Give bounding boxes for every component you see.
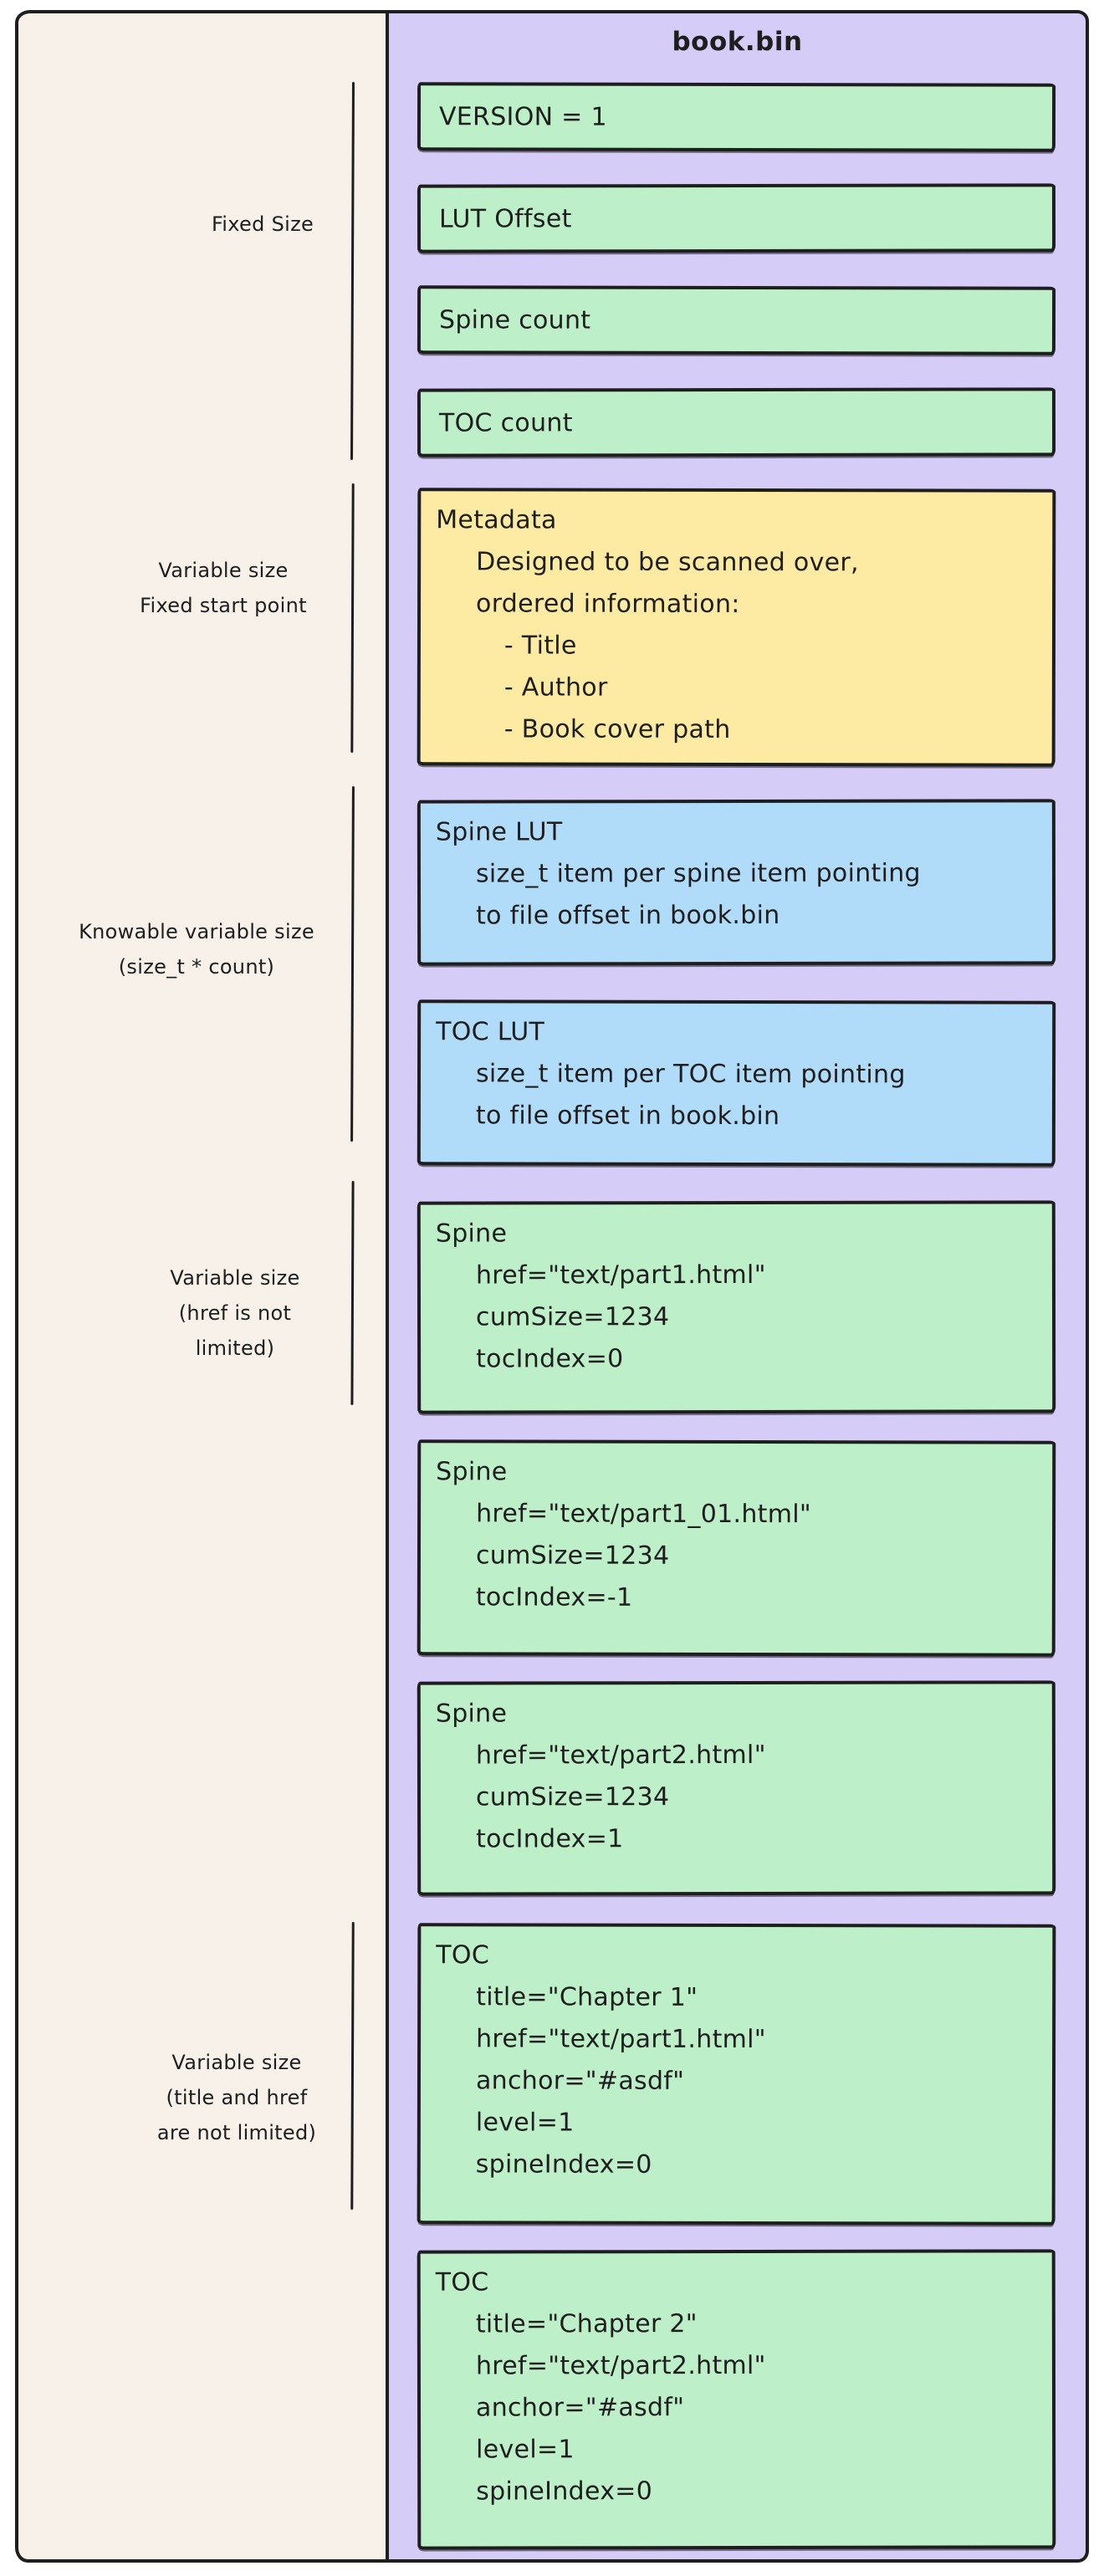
block-line: Spine count bbox=[438, 304, 591, 335]
block-line: to file offset in book.bin bbox=[475, 1101, 780, 1132]
block-line: ordered information: bbox=[476, 589, 740, 620]
block-line: LUT Offset bbox=[438, 203, 572, 234]
block-line: spineIndex=0 bbox=[475, 2149, 652, 2180]
side-label-variable-href: Variable size (href is not limited) bbox=[68, 1260, 402, 1366]
block-line: Metadata bbox=[436, 505, 557, 535]
block-line: Spine bbox=[435, 1699, 508, 1729]
block-line: TOC bbox=[436, 1940, 490, 1970]
side-label-line: Variable size bbox=[170, 1266, 300, 1290]
block-line: anchor="#asdf" bbox=[475, 2393, 685, 2423]
block-line: Spine LUT bbox=[435, 817, 563, 847]
side-label-line: (size_t * count) bbox=[118, 955, 275, 979]
side-label-line: Variable size bbox=[171, 2051, 302, 2074]
block-line: Spine bbox=[435, 1219, 508, 1249]
block-line: tocIndex=0 bbox=[476, 1344, 624, 1374]
block-spine-count: Spine count bbox=[417, 285, 1056, 355]
block-line: Designed to be scanned over, bbox=[476, 547, 859, 578]
block-line: spineIndex=0 bbox=[476, 2476, 653, 2507]
block-line: href="text/part1_01.html" bbox=[476, 1499, 812, 1530]
side-label-line: (href is not bbox=[178, 1301, 292, 1325]
side-label-line: limited) bbox=[195, 1337, 275, 1360]
side-label-line: Fixed start point bbox=[140, 594, 307, 617]
side-label-line: (title and href bbox=[166, 2086, 308, 2109]
block-line: anchor="#asdf" bbox=[475, 2066, 685, 2096]
block-version: VERSION = 1 bbox=[417, 82, 1056, 152]
block-line: href="text/part2.html" bbox=[475, 1740, 766, 1771]
block-spine-lut: Spine LUT size_t item per spine item poin… bbox=[417, 799, 1056, 966]
block-line: VERSION = 1 bbox=[438, 101, 607, 132]
block-line: to file offset in book.bin bbox=[476, 900, 780, 931]
file-title: book.bin bbox=[672, 27, 803, 57]
block-line: title="Chapter 2" bbox=[475, 2309, 698, 2339]
block-line: TOC bbox=[435, 2267, 489, 2297]
block-toc-2: TOC title="Chapter 2" href="text/part2.htm… bbox=[417, 2249, 1056, 2550]
block-line: level=1 bbox=[476, 2435, 575, 2465]
block-line: href="text/part1.html" bbox=[476, 2024, 766, 2055]
block-line: - Author bbox=[503, 672, 608, 703]
side-label-line: are not limited) bbox=[156, 2121, 317, 2144]
block-line: size_t item per spine item pointing bbox=[475, 858, 921, 889]
block-spine-2: Spine href="text/part1_01.html" cumSize=12… bbox=[417, 1439, 1056, 1657]
block-toc-lut: TOC LUT size_t item per TOC item pointing… bbox=[417, 999, 1056, 1167]
block-line: href="text/part2.html" bbox=[475, 2350, 766, 2381]
block-toc-1: TOC title="Chapter 1" href="text/part1.htm… bbox=[417, 1923, 1056, 2226]
side-label-knowable-variable: Knowable variable size (size_t * count) bbox=[29, 914, 364, 984]
block-line: level=1 bbox=[475, 2108, 575, 2138]
block-line: - Title bbox=[503, 631, 577, 661]
side-label-variable-title-href: Variable size (title and href are not limi… bbox=[69, 2045, 404, 2150]
block-line: title="Chapter 1" bbox=[476, 1982, 698, 2012]
block-line: size_t item per TOC item pointing bbox=[475, 1059, 906, 1090]
block-spine-1: Spine href="text/part1.html" cumSize=1234 t… bbox=[417, 1200, 1056, 1414]
block-line: TOC count bbox=[438, 407, 573, 438]
side-label-line: Knowable variable size bbox=[79, 920, 314, 943]
block-line: cumSize=1234 bbox=[475, 1302, 670, 1332]
side-label-line: Variable size bbox=[158, 559, 289, 582]
block-line: cumSize=1234 bbox=[475, 1541, 670, 1571]
side-label-line: Fixed Size bbox=[211, 212, 314, 236]
block-lut-offset: LUT Offset bbox=[417, 183, 1056, 253]
block-toc-count: TOC count bbox=[417, 387, 1056, 457]
block-line: - Book cover path bbox=[503, 714, 731, 744]
block-line: tocIndex=1 bbox=[476, 1824, 624, 1854]
block-line: tocIndex=-1 bbox=[475, 1582, 633, 1613]
block-spine-3: Spine href="text/part2.html" cumSize=1234 t… bbox=[417, 1680, 1056, 1896]
block-line: cumSize=1234 bbox=[475, 1782, 670, 1812]
block-line: href="text/part1.html" bbox=[475, 1260, 766, 1291]
block-line: Spine bbox=[436, 1457, 508, 1487]
side-label-fixed-size: Fixed Size bbox=[95, 207, 430, 242]
block-line: TOC LUT bbox=[436, 1017, 545, 1047]
